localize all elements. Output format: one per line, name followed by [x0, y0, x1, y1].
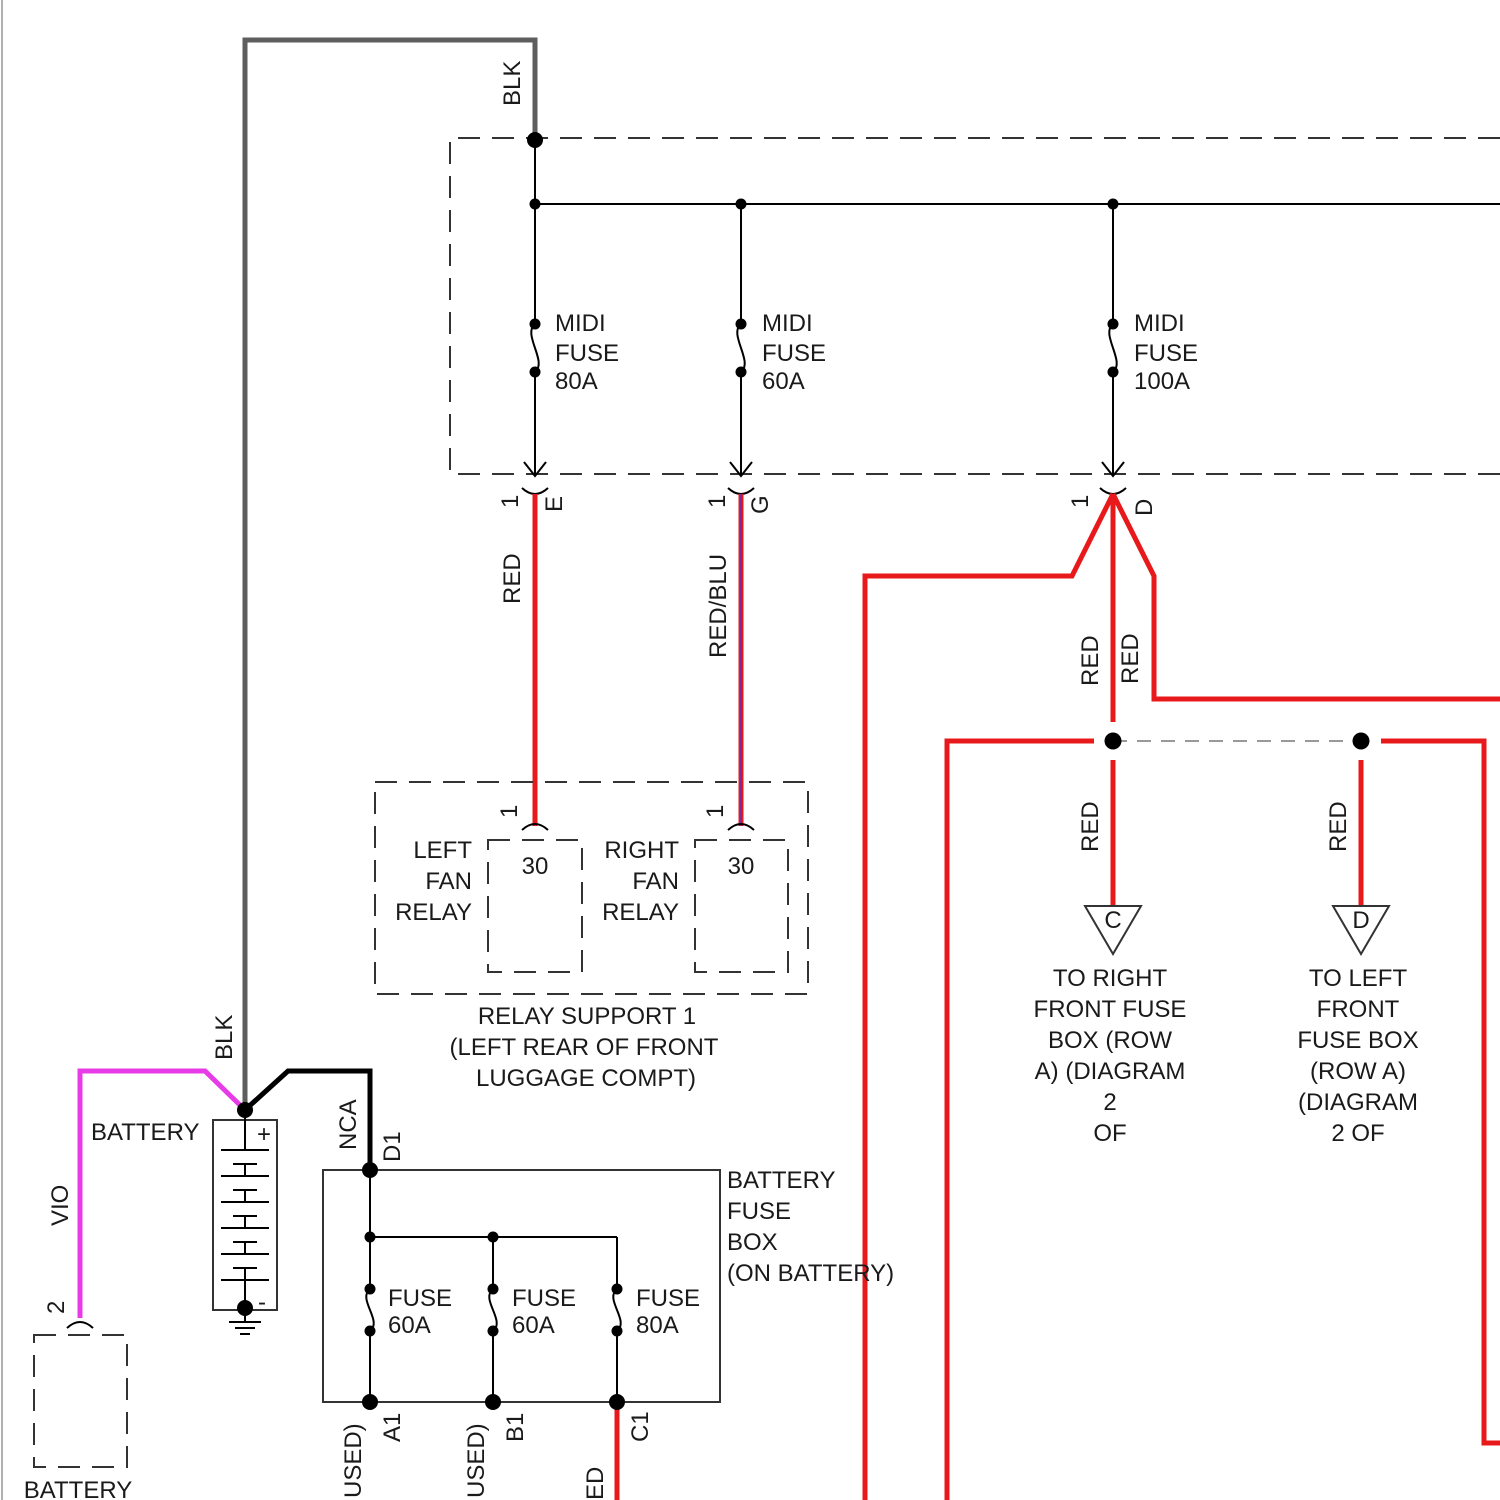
destination-line: TO RIGHT: [1053, 965, 1168, 992]
connector-id: D: [1131, 499, 1158, 516]
battery-plus-sign: +: [257, 1121, 271, 1148]
vio-wire: [80, 1071, 245, 1318]
fuse-label: MIDI: [1134, 310, 1185, 337]
relay-label: LEFT: [413, 837, 472, 864]
wire-label-red: RED: [1117, 633, 1144, 684]
left-fan-relay: 1 30 LEFT FAN RELAY: [395, 805, 582, 972]
relay-label: RELAY: [395, 899, 472, 926]
fuse-label: FUSE: [762, 340, 826, 367]
ground-icon: [229, 1322, 261, 1334]
destination-line: (ROW A): [1310, 1058, 1406, 1085]
destination-line: 2 OF: [1331, 1120, 1384, 1147]
wire-label-nca: NCA: [335, 1099, 362, 1150]
battery-fuse-box-label: (ON BATTERY): [727, 1260, 894, 1287]
battery-negative-terminal: [237, 1300, 253, 1316]
relay-support-label: LUGGAGE COMPT): [476, 1065, 696, 1092]
battery-fuse-a1: FUSE 60A A1 USED): [340, 1237, 452, 1498]
fuse-label: FUSE: [388, 1285, 452, 1312]
fuse-rating: 60A: [512, 1312, 555, 1339]
connector-id: C1: [627, 1411, 654, 1442]
battery-lower-label: BATTERY: [24, 1477, 132, 1500]
connector-pin: 1: [1067, 495, 1094, 508]
blk-top-wire-label: BLK: [499, 61, 526, 106]
battery-fuse-box-label: BOX: [727, 1229, 778, 1256]
destination-line: TO LEFT: [1309, 965, 1408, 992]
relay-pin: 1: [496, 805, 523, 818]
battery-label: BATTERY: [91, 1119, 199, 1146]
battery-symbol: + -: [213, 1110, 277, 1322]
wire-label-red: RED: [499, 553, 526, 604]
red-wire-splice-left: [947, 741, 1094, 1500]
relay-support-label: (LEFT REAR OF FRONT: [450, 1034, 719, 1061]
wire-label-vio: VIO: [47, 1185, 74, 1226]
splice-dot: [1353, 733, 1370, 750]
wire-label-used: USED): [463, 1423, 490, 1498]
midi-fuse-100a: MIDI FUSE 100A 1 D: [1067, 204, 1198, 516]
battery-fuse-box-label: FUSE: [727, 1198, 791, 1225]
fuse-label: FUSE: [1134, 340, 1198, 367]
battery-fuse-b1: FUSE 60A B1 USED): [463, 1237, 576, 1498]
relay-label: FAN: [632, 868, 679, 895]
battery-minus-sign: -: [258, 1289, 266, 1316]
fuse-rating: 60A: [762, 368, 805, 395]
relay-label: FAN: [425, 868, 472, 895]
destination-line: A) (DIAGRAM: [1035, 1058, 1186, 1085]
wire-label-red: ED: [582, 1467, 609, 1500]
battery-fuse-box-label: BATTERY: [727, 1167, 835, 1194]
destination-letter: D: [1352, 907, 1369, 934]
fuse-label: FUSE: [636, 1285, 700, 1312]
destination-line: (DIAGRAM: [1298, 1089, 1418, 1116]
wire-label-blk: BLK: [211, 1015, 238, 1060]
lower-battery-connector: 2 BATTERY: [24, 1301, 132, 1500]
destination-c: RED C TO RIGHT FRONT FUSE BOX (ROW A) (D…: [1034, 760, 1187, 1147]
connector-pin: 1: [497, 495, 524, 508]
red-wire-d-right: [1113, 494, 1500, 699]
fuse-rating: 80A: [555, 368, 598, 395]
wire-label-red: RED: [1077, 801, 1104, 852]
destination-line: FRONT FUSE: [1034, 996, 1187, 1023]
destination-letter: C: [1104, 907, 1121, 934]
battery-fuse-c1: FUSE 80A C1 ED: [582, 1237, 700, 1500]
relay-label: RIGHT: [604, 837, 679, 864]
destination-d: RED D TO LEFT FRONT FUSE BOX (ROW A) (DI…: [1297, 760, 1418, 1147]
destination-line: OF: [1093, 1120, 1126, 1147]
connector-id: G: [747, 495, 774, 514]
destination-line: 2: [1103, 1089, 1116, 1116]
fuse-label: MIDI: [555, 310, 606, 337]
relay-label: RELAY: [602, 899, 679, 926]
fuse-label: FUSE: [512, 1285, 576, 1312]
connector-id: A1: [379, 1413, 406, 1442]
midi-fuse-60a: MIDI FUSE 60A 1 G: [704, 204, 826, 514]
upper-fuse-box-outline: [450, 138, 1500, 474]
connector-pin: 1: [704, 495, 731, 508]
connector-id: D1: [379, 1131, 406, 1162]
wire-label-red: RED: [1077, 635, 1104, 686]
destination-line: BOX (ROW: [1048, 1027, 1172, 1054]
relay-support-label: RELAY SUPPORT 1: [478, 1003, 696, 1030]
wire-label-red: RED: [1325, 801, 1352, 852]
fuse-rating: 100A: [1134, 368, 1190, 395]
destination-line: FUSE BOX: [1297, 1027, 1418, 1054]
wire-label-used: USED): [340, 1423, 367, 1498]
relay-pin: 1: [702, 805, 729, 818]
connector-pin: 2: [43, 1301, 70, 1314]
relay-terminal: 30: [728, 853, 755, 880]
wire-label-red-blu: RED/BLU: [705, 554, 732, 658]
fuse-label: MIDI: [762, 310, 813, 337]
destination-line: FRONT: [1317, 996, 1400, 1023]
fuse-rating: 80A: [636, 1312, 679, 1339]
connector-id: B1: [502, 1413, 529, 1442]
splice-dot: [1105, 733, 1122, 750]
right-fan-relay: 1 30 RIGHT FAN RELAY: [602, 805, 788, 972]
blk-supply-wire: [245, 40, 535, 1110]
fuse-label: FUSE: [555, 340, 619, 367]
fuse-rating: 60A: [388, 1312, 431, 1339]
relay-terminal: 30: [522, 853, 549, 880]
midi-fuse-80a: MIDI FUSE 80A 1 E: [497, 204, 619, 512]
connector-id: E: [541, 496, 568, 512]
